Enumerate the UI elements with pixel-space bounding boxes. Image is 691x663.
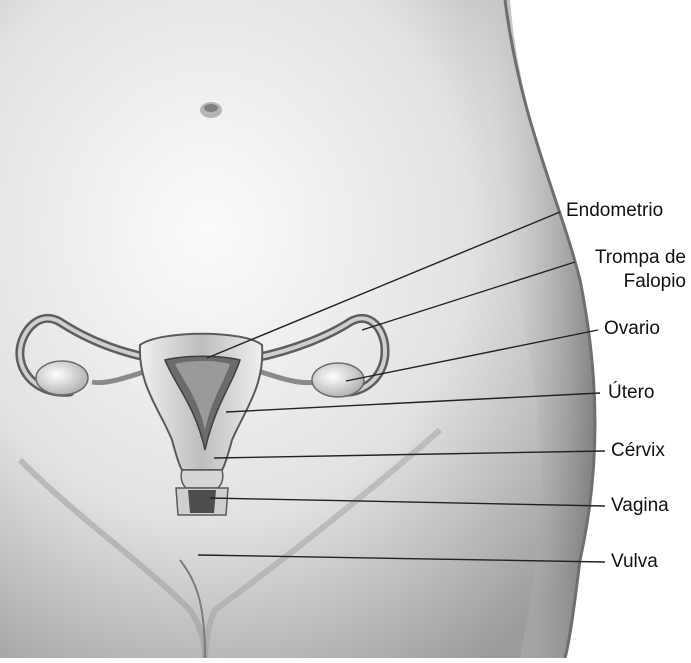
- label-trompa-line1: Trompa de: [576, 247, 686, 269]
- label-trompa-line2: Falopio: [576, 271, 686, 293]
- label-utero: Útero: [608, 382, 654, 404]
- label-ovario: Ovario: [604, 318, 660, 340]
- label-endometrio: Endometrio: [566, 200, 663, 222]
- label-vulva: Vulva: [611, 551, 658, 573]
- body-silhouette: [0, 0, 595, 658]
- label-vagina: Vagina: [611, 495, 669, 517]
- label-cervix: Cérvix: [611, 440, 665, 462]
